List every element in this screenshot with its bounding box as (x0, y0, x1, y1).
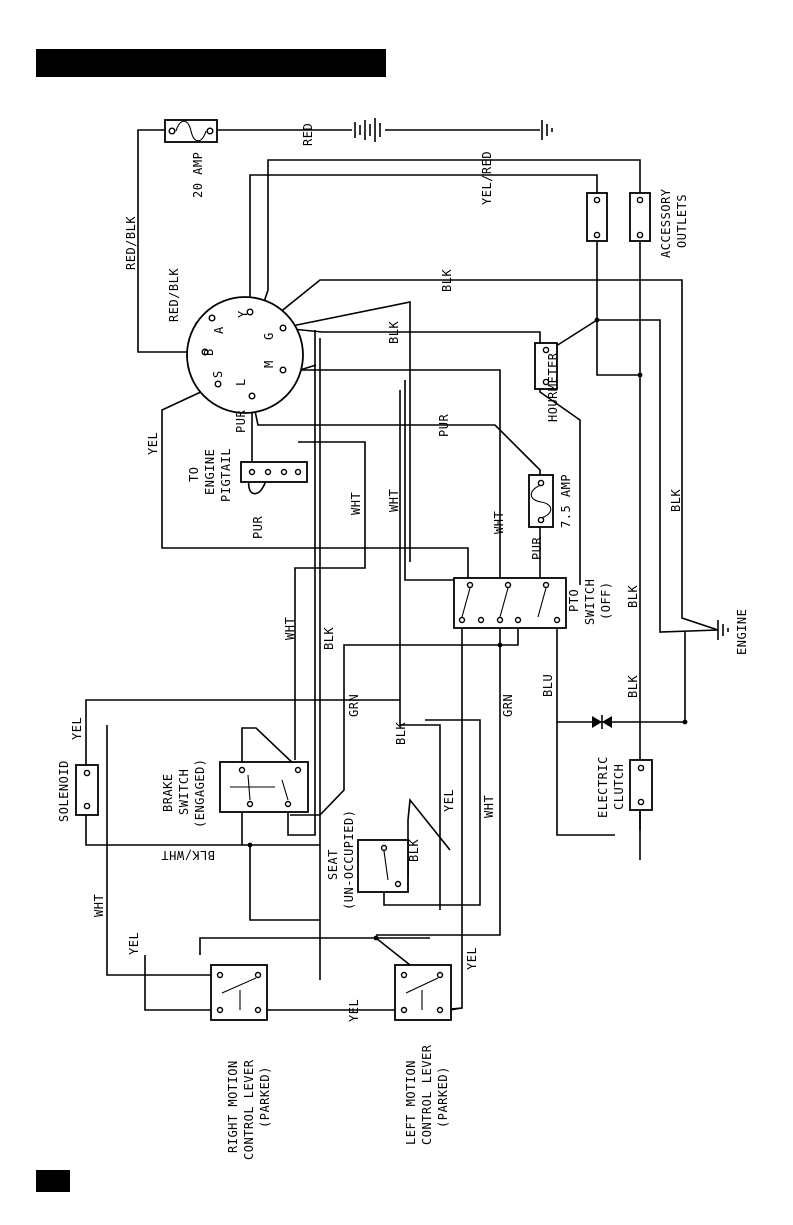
wire-label-blk-wht: BLK/WHT (161, 848, 215, 862)
wire-label-blk-g: BLK (387, 321, 401, 344)
terminal-m: M (262, 360, 276, 368)
wire-label-yel-solenoid: YEL (70, 717, 84, 740)
terminal-s: S (211, 370, 225, 378)
component-labels: 20 AMP ACCESSORY OUTLETS HOURMETER 7.5 A… (57, 152, 749, 1160)
label-right-lever-line-2: CONTROL LEVER (242, 1059, 256, 1160)
label-engine: ENGINE (735, 609, 749, 655)
label-accessory-line-2: OUTLETS (675, 194, 689, 248)
label-accessory-line-1: ACCESSORY (659, 188, 673, 258)
electric-clutch (629, 759, 653, 811)
engine-ground-symbol (717, 620, 729, 640)
label-clutch-line-2: CLUTCH (612, 764, 626, 810)
ignition-switch (186, 296, 304, 414)
terminal-l: L (234, 378, 248, 386)
label-left-lever-line-1: LEFT MOTION (404, 1060, 418, 1145)
wire-label-blk-r1: BLK (669, 489, 683, 512)
left-motion-lever-switch (394, 964, 452, 1021)
wire-label-yel-seat: YEL (442, 789, 456, 812)
hourmeter (534, 342, 558, 390)
label-right-lever-line-1: RIGHT MOTION (226, 1060, 240, 1153)
wire-label-red-blk-inner: RED/BLK (167, 268, 181, 322)
terminal-g: G (262, 332, 276, 340)
label-pigtail-line-1: TO (187, 467, 201, 482)
label-hourmeter: HOURMETER (546, 352, 560, 422)
right-motion-lever-switch (210, 964, 268, 1021)
wire-label-yel-right: YEL (465, 947, 479, 970)
label-seat-line-1: SEAT (326, 849, 340, 880)
wire-label-yel-s: YEL (146, 432, 160, 455)
fuse-7-5-amp (528, 474, 554, 528)
label-solenoid: SOLENOID (57, 760, 71, 822)
terminal-a: A (212, 326, 226, 334)
label-brake-line-2: SWITCH (177, 769, 191, 815)
ignition-terminal-labels: B A Y G S L M (202, 310, 276, 386)
wire-label-red-blk-outer: RED/BLK (124, 216, 138, 270)
label-right-lever-line-3: (PARKED) (258, 1066, 272, 1128)
wire-label-wht-brake: WHT (283, 617, 297, 640)
wire-label-pur-pig: PUR (251, 516, 265, 539)
wire-label-yel-bottom: YEL (347, 999, 361, 1022)
label-brake-line-1: BRAKE (161, 773, 175, 812)
wire-label-wht-1: WHT (349, 492, 363, 515)
pto-switch (453, 577, 567, 629)
accessory-outlets (586, 192, 651, 242)
terminal-y: Y (236, 310, 250, 318)
wire-label-pur-l: PUR (234, 410, 248, 433)
wire-label-grn-2: GRN (501, 694, 515, 717)
label-fuse-20-amp: 20 AMP (191, 152, 205, 198)
label-brake-line-3: (ENGAGED) (193, 758, 207, 828)
header-bar (36, 49, 386, 77)
wire-label-pur-mid: PUR (437, 414, 451, 437)
label-clutch-line-1: ELECTRIC (596, 756, 610, 818)
solenoid (75, 764, 99, 816)
wire-label-blk-top: BLK (440, 269, 454, 292)
wire-label-grn-1: GRN (347, 694, 361, 717)
wire-label-wht-2: WHT (387, 489, 401, 512)
wire-label-blk-r2: BLK (626, 585, 640, 608)
label-fuse-7-5-amp: 7.5 AMP (559, 474, 573, 528)
page-number-tab (36, 1170, 70, 1192)
engine-pigtail-connector (240, 461, 308, 483)
label-pigtail-line-3: PIGTAIL (219, 448, 233, 502)
wire-label-wht-3: WHT (492, 511, 506, 534)
label-left-lever-line-2: CONTROL LEVER (420, 1044, 434, 1145)
wire-label-yel-left: YEL (127, 932, 141, 955)
label-pto-line-2: SWITCH (583, 579, 597, 625)
battery-symbol (354, 118, 381, 142)
label-left-lever-line-3: (PARKED) (436, 1066, 450, 1128)
wire-label-blk-seat: BLK (407, 839, 421, 862)
wire-label-pur-fuse: PUR (530, 537, 544, 560)
label-pto-line-1: PTO (567, 589, 581, 612)
label-pigtail-line-2: ENGINE (203, 449, 217, 495)
diode-symbol (592, 715, 612, 729)
brake-switch (219, 761, 309, 813)
seat-switch (357, 839, 409, 893)
label-pto-line-3: (OFF) (599, 581, 613, 620)
wire-labels: RED RED/BLK RED/BLK YEL/RED BLK BLK YEL … (70, 123, 683, 1022)
wire-label-wht-lower: WHT (482, 795, 496, 818)
wire-label-red: RED (301, 123, 315, 146)
wire-label-blu: BLU (541, 674, 555, 697)
wire-label-blk-r3: BLK (626, 675, 640, 698)
wire-label-wht-left: WHT (92, 894, 106, 917)
terminal-b: B (202, 348, 216, 356)
wire-label-yel-red: YEL/RED (480, 151, 494, 205)
label-seat-line-2: (UN-OCCUPIED) (342, 810, 356, 910)
wire-label-blk-brake: BLK (322, 627, 336, 650)
fuse-20-amp (164, 119, 218, 143)
wire-label-blk-seat-top: BLK (394, 722, 408, 745)
battery-ground-symbol (541, 120, 553, 140)
junctions (247, 317, 688, 941)
